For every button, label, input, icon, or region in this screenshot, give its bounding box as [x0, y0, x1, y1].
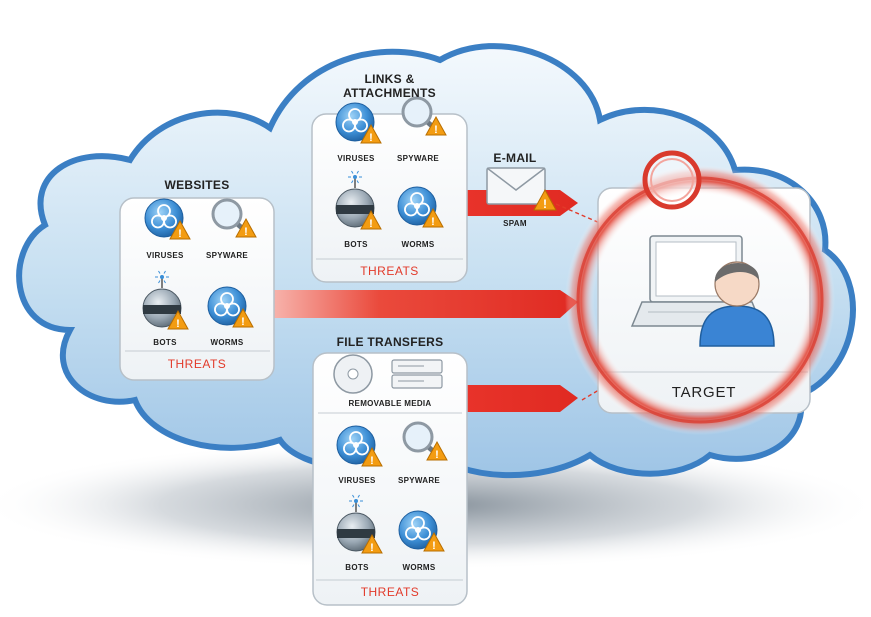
- file-viruses-label: VIRUSES: [338, 476, 376, 485]
- websites-threats-label: THREATS: [167, 357, 227, 371]
- links-viruses-label: VIRUSES: [337, 154, 375, 163]
- links-title-line1: LINKS &: [364, 72, 415, 86]
- spam-label: SPAM: [503, 219, 527, 228]
- links-threats-label: THREATS: [360, 264, 419, 278]
- biohazard-icon: [335, 102, 375, 142]
- file-transfers-title: FILE TRANSFERS: [336, 335, 444, 349]
- warning-triangle-icon: !: [422, 207, 444, 228]
- links-bots-label: BOTS: [344, 240, 368, 249]
- email-title: E-MAIL: [493, 151, 537, 165]
- links-worms-label: WORMS: [401, 240, 435, 249]
- links-spyware-label: SPYWARE: [396, 154, 440, 163]
- biohazard-icon: [336, 425, 376, 465]
- bot-bomb-icon: [336, 494, 376, 552]
- file-worms-label: WORMS: [402, 563, 436, 572]
- file-spyware-label: SPYWARE: [397, 476, 441, 485]
- file-threats-label: THREATS: [360, 585, 420, 599]
- svg-text:!: !: [369, 218, 373, 230]
- removable-media-label: REMOVABLE MEDIA: [348, 399, 432, 408]
- arrow-file: [465, 385, 578, 412]
- biohazard-icon: [207, 286, 247, 326]
- svg-text:!: !: [178, 228, 182, 240]
- small-ring: [642, 150, 702, 210]
- websites-worms-label: WORMS: [210, 338, 244, 347]
- warning-triangle-icon: !: [423, 531, 445, 552]
- svg-text:!: !: [244, 226, 248, 238]
- target-label: TARGET: [671, 384, 737, 401]
- warning-triangle-icon: !: [167, 309, 189, 330]
- biohazard-icon: [144, 198, 184, 238]
- websites-spyware-label: SPYWARE: [205, 251, 249, 260]
- svg-text:!: !: [370, 542, 374, 554]
- card-websites: [119, 197, 275, 381]
- bot-bomb-icon: [335, 170, 375, 228]
- warning-triangle-icon: !: [360, 123, 382, 144]
- warning-triangle-icon: !: [360, 209, 382, 230]
- warning-triangle-icon: !: [361, 533, 383, 554]
- arrow-websites: [272, 290, 578, 318]
- websites-bots-label: BOTS: [153, 338, 177, 347]
- card-links: [311, 113, 468, 283]
- bot-bomb-icon: [142, 270, 182, 328]
- svg-text:!: !: [435, 449, 439, 461]
- svg-text:!: !: [370, 455, 374, 467]
- warning-triangle-icon: !: [425, 115, 447, 136]
- svg-text:!: !: [431, 216, 435, 228]
- biohazard-icon: [397, 186, 437, 226]
- links-title-line2: ATTACHMENTS: [343, 86, 436, 100]
- svg-text:!: !: [176, 318, 180, 330]
- envelope-icon: [486, 167, 546, 205]
- svg-text:!: !: [434, 124, 438, 136]
- file-bots-label: BOTS: [345, 563, 369, 572]
- websites-viruses-label: VIRUSES: [146, 251, 184, 260]
- warning-triangle-icon: !: [361, 446, 383, 467]
- disk-drive-icon: [391, 359, 443, 389]
- biohazard-icon: [398, 510, 438, 550]
- warning-triangle-icon: !: [533, 188, 557, 211]
- warning-triangle-icon: !: [169, 219, 191, 240]
- svg-text:!: !: [369, 132, 373, 144]
- warning-triangle-icon: !: [235, 217, 257, 238]
- svg-text:!: !: [241, 316, 245, 328]
- disc-icon: [333, 354, 373, 394]
- svg-text:!: !: [543, 197, 547, 211]
- warning-triangle-icon: !: [426, 440, 448, 461]
- svg-text:!: !: [432, 540, 436, 552]
- warning-triangle-icon: !: [232, 307, 254, 328]
- websites-title: WEBSITES: [164, 178, 230, 192]
- user-icon: [699, 261, 775, 347]
